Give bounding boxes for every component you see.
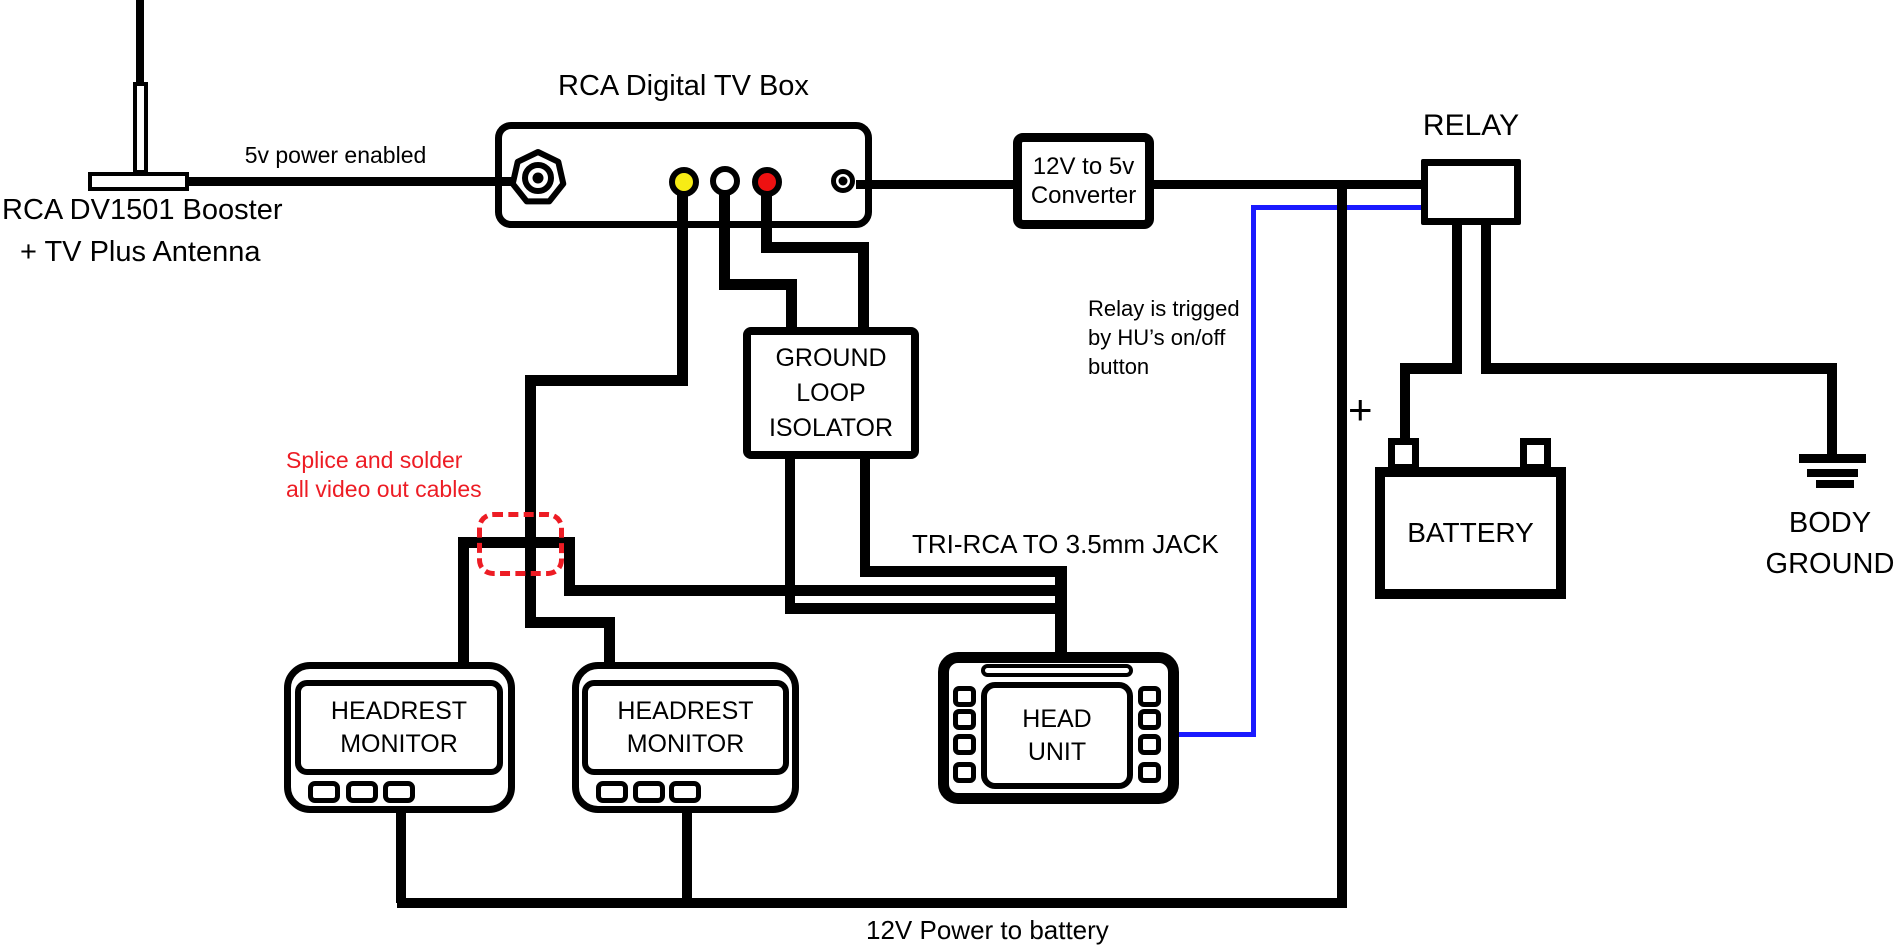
head-unit-screen: HEAD UNIT xyxy=(981,682,1133,789)
body-ground-label: BODY GROUND xyxy=(1745,503,1903,585)
headunit-input-wire xyxy=(1055,566,1067,657)
monitor2-power-wire xyxy=(682,808,692,903)
monitor2-input-wire xyxy=(604,617,615,667)
monitor-right-label-line2: MONITOR xyxy=(626,729,745,758)
splice-note-line2: all video out cables xyxy=(286,476,482,502)
monitor1-input-wire xyxy=(458,537,469,667)
monitor1-power-wire xyxy=(396,808,406,903)
relay-wire-right-down xyxy=(1481,220,1491,374)
bundle-wire-middle xyxy=(564,585,1067,596)
isolator-output-left xyxy=(785,450,795,614)
isolator-output-right xyxy=(860,450,870,577)
headrest-monitor-left-screen: HEADREST MONITOR xyxy=(295,680,503,775)
tv-box-title: RCA Digital TV Box xyxy=(558,70,809,102)
relay-note-line3: button xyxy=(1088,354,1150,379)
twelve-v-bottom-wire xyxy=(397,898,1347,908)
isolator-label-line2: LOOP xyxy=(796,378,866,407)
blue-trigger-wire-horizontal-bottom xyxy=(1178,732,1256,737)
splice-note: Splice and solder all video out cables xyxy=(286,446,516,504)
converter-label-line2: Converter xyxy=(1030,182,1137,209)
converter-box: 12V to 5v Converter xyxy=(1013,133,1154,229)
converter-label-line1: 12V to 5v xyxy=(1032,153,1135,180)
relay-box xyxy=(1421,159,1521,225)
bundle-wire-bottom xyxy=(785,603,1067,614)
head-unit-button-icon xyxy=(953,709,976,730)
head-unit-slot-icon xyxy=(981,664,1133,677)
monitor-left-label-line1: HEADREST xyxy=(330,696,468,725)
ground-symbol-bar3-icon xyxy=(1816,480,1854,488)
video-wire-splice-vertical xyxy=(525,375,536,628)
power-jack-icon xyxy=(831,169,855,193)
battery-positive-wire xyxy=(1400,363,1410,441)
splice-note-line1: Splice and solder xyxy=(286,447,463,473)
monitor-right-button-icon xyxy=(596,781,628,803)
splice-cross-wire xyxy=(458,537,575,548)
video-wire-to-monitor2 xyxy=(525,617,615,628)
headrest-monitor-right-screen: HEADREST MONITOR xyxy=(582,680,789,775)
antenna-body xyxy=(133,82,148,174)
audio-white-wire-right xyxy=(719,279,797,290)
ground-wire-horizontal xyxy=(1481,363,1837,374)
audio-white-wire-into-isolator xyxy=(786,279,797,334)
isolator-label-line1: GROUND xyxy=(775,343,887,372)
monitor-left-button-icon xyxy=(308,781,340,803)
monitor-right-label-line1: HEADREST xyxy=(617,696,754,725)
blue-trigger-wire-vertical xyxy=(1251,205,1256,737)
rca-jack-yellow-icon xyxy=(669,167,699,197)
antenna-label-line2: + TV Plus Antenna xyxy=(20,236,261,268)
splice-highlight-box xyxy=(477,512,564,576)
rca-jack-white-icon xyxy=(710,166,740,196)
relay-note: Relay is trigged by HU’s on/off button xyxy=(1088,294,1268,381)
head-unit-button-icon xyxy=(953,734,976,755)
monitor-left-label-line2: MONITOR xyxy=(340,729,458,758)
relay-wire-left-down xyxy=(1452,220,1462,374)
ground-loop-isolator-box: GROUND LOOP ISOLATOR xyxy=(743,327,919,459)
monitor-left-button-icon xyxy=(346,781,378,803)
ground-symbol-bar2-icon xyxy=(1807,469,1858,477)
isolator-label-line3: ISOLATOR xyxy=(768,413,894,442)
coax-connector-icon xyxy=(509,149,567,205)
audio-white-wire-down xyxy=(719,192,730,290)
splice-to-headunit-drop xyxy=(564,537,575,596)
relay-wire-left-jog xyxy=(1400,363,1462,374)
power-run-label: 12V Power to battery xyxy=(866,915,1109,945)
relay-note-line1: Relay is trigged xyxy=(1088,296,1240,321)
ground-symbol-bar1-icon xyxy=(1799,454,1866,463)
antenna-label-line1: RCA DV1501 Booster xyxy=(2,194,283,226)
audio-red-wire-into-isolator xyxy=(858,242,869,334)
body-ground-label-line1: BODY xyxy=(1788,507,1872,539)
monitor-right-button-icon xyxy=(633,781,665,803)
ground-wire-vertical xyxy=(1827,363,1837,458)
video-wire-left xyxy=(525,375,688,386)
head-unit-button-icon xyxy=(1138,762,1161,783)
body-ground-label-line2: GROUND xyxy=(1765,548,1895,580)
relay-note-line2: by HU’s on/off xyxy=(1088,325,1226,350)
battery-label: BATTERY xyxy=(1407,517,1534,548)
antenna-wire xyxy=(185,177,515,186)
audio-red-wire-right xyxy=(761,242,869,253)
cable-label: TRI-RCA TO 3.5mm JACK xyxy=(912,529,1219,559)
head-unit-button-icon xyxy=(953,686,976,707)
head-unit-button-icon xyxy=(1138,686,1161,707)
head-unit-button-icon xyxy=(953,762,976,783)
rca-jack-red-icon xyxy=(752,167,782,197)
antenna-mast xyxy=(136,0,144,85)
head-unit-button-icon xyxy=(1138,734,1161,755)
battery-plus-sign: + xyxy=(1348,386,1373,433)
video-wire-down xyxy=(677,192,688,386)
antenna-wire-label: 5v power enabled xyxy=(244,142,427,168)
monitor-left-button-icon xyxy=(383,781,415,803)
relay-title: RELAY xyxy=(1422,109,1520,142)
head-unit-label-line2: UNIT xyxy=(1027,737,1087,766)
battery-box: BATTERY xyxy=(1375,467,1566,599)
antenna-base xyxy=(88,172,189,191)
bundle-wire-top xyxy=(860,566,1067,577)
head-unit-button-icon xyxy=(1138,709,1161,730)
tv-box-connectors xyxy=(509,149,855,205)
audio-red-wire-down xyxy=(761,192,772,253)
head-unit-label-line1: HEAD xyxy=(1022,704,1092,733)
twelve-v-vertical-wire xyxy=(1337,182,1347,908)
monitor-right-button-icon xyxy=(669,781,701,803)
